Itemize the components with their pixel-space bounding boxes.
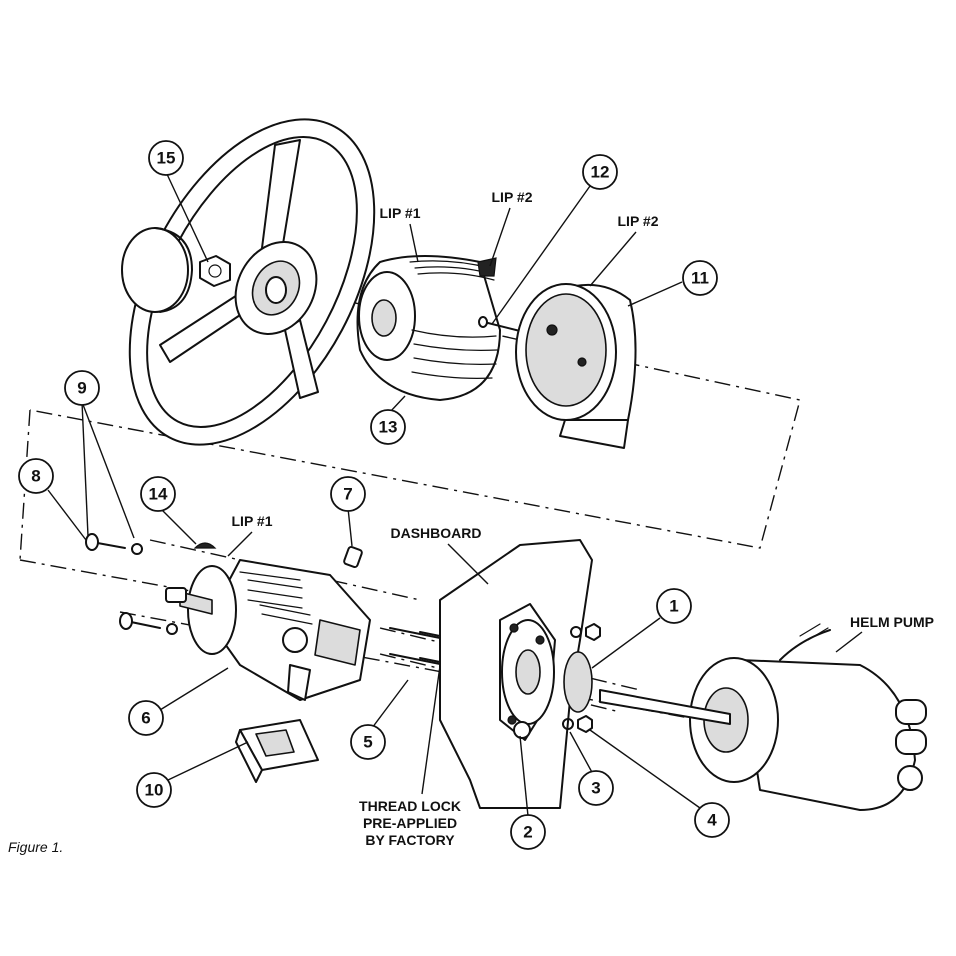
trim-insert [235,719,319,783]
svg-text:3: 3 [591,779,600,798]
label-lip1-nut-cover: LIP #1 [380,205,421,221]
wheel-nut [199,255,231,287]
callout-3: 3 [578,770,614,806]
helm-mechanism [165,542,371,701]
bezel [515,283,637,449]
svg-text:9: 9 [77,379,86,398]
svg-text:2: 2 [523,823,532,842]
figure-caption: Figure 1. [8,839,63,855]
svg-text:12: 12 [591,163,610,182]
callout-7: 7 [330,476,366,512]
callout-1: 1 [656,588,692,624]
label-thread-lock-1: THREAD LOCK [359,798,461,814]
svg-text:1: 1 [669,597,678,616]
helm-pump [599,623,927,811]
svg-text:8: 8 [31,467,40,486]
callout-9: 9 [64,370,100,406]
svg-text:4: 4 [707,811,717,830]
callout-6: 6 [128,700,164,736]
callout-4: 4 [694,802,730,838]
washers-nuts [562,623,601,733]
callout-12: 12 [582,154,618,190]
callout-14: 14 [140,476,176,512]
label-thread-lock-2: PRE-APPLIED [363,815,457,831]
seal-cover [563,651,593,713]
callout-13: 13 [370,409,406,445]
svg-text:15: 15 [157,149,176,168]
callout-5: 5 [350,724,386,760]
label-lip2-bezel: LIP #2 [618,213,659,229]
callout-15: 15 [148,140,184,176]
svg-text:13: 13 [379,418,398,437]
label-helm-pump: HELM PUMP [850,614,934,630]
steering-wheel [128,118,376,446]
leader-lines [47,171,863,817]
svg-text:10: 10 [145,781,164,800]
label-thread-lock-3: BY FACTORY [365,832,455,848]
svg-text:14: 14 [149,485,168,504]
hub-cap [121,227,193,313]
svg-text:6: 6 [141,709,150,728]
mount-bolts [85,533,363,635]
callout-11: 11 [682,260,718,296]
svg-text:11: 11 [691,269,709,288]
callout-10: 10 [136,772,172,808]
callout-2: 2 [510,814,546,850]
nut-cover [356,255,501,401]
mounting-plate [499,603,556,741]
label-lip2-nut-cover: LIP #2 [492,189,533,205]
label-lip1-helm: LIP #1 [232,513,273,529]
callout-8: 8 [18,458,54,494]
svg-text:7: 7 [343,485,352,504]
svg-text:5: 5 [363,733,372,752]
label-dashboard: DASHBOARD [391,525,482,541]
